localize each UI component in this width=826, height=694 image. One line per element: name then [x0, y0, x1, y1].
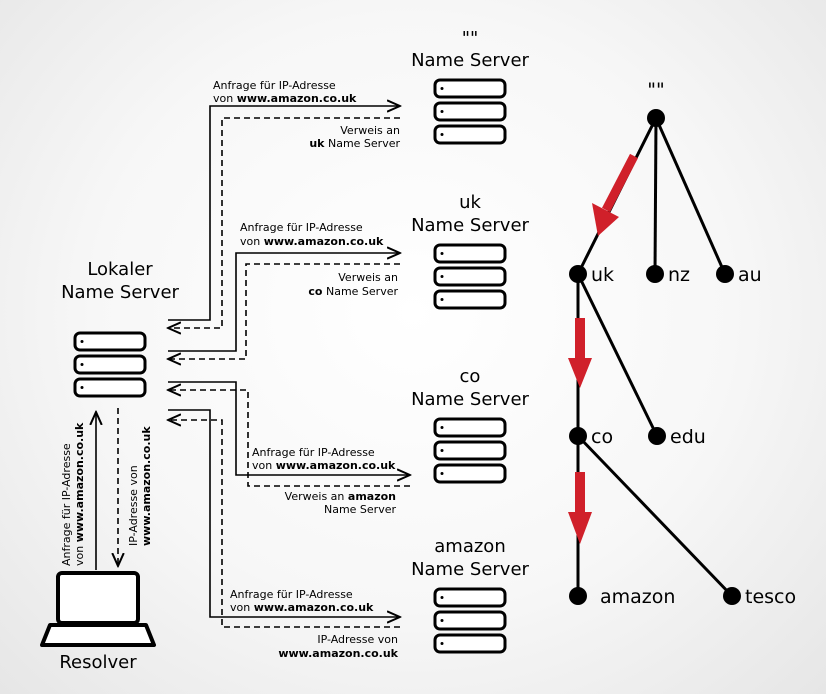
server-icon — [433, 78, 507, 145]
uk-server-title: Name Server — [411, 215, 529, 236]
path-arrow-root-uk — [592, 153, 638, 236]
co-name-server: co Name Server — [411, 366, 530, 484]
co-server-title: Name Server — [411, 389, 529, 410]
resolver-query-line2: von www.amazon.co.uk — [73, 422, 86, 566]
uk-referral-line1: Verweis an — [338, 271, 398, 284]
amazon-server-zone: amazon — [434, 536, 505, 557]
node-root — [647, 109, 665, 127]
root-referral-line2: uk Name Server — [309, 137, 400, 150]
tree-edges — [576, 117, 734, 598]
label-root: "" — [647, 79, 664, 101]
dns-tree: "" uk nz au co edu amazon tesco — [568, 79, 796, 608]
edge-uk-edu — [576, 273, 659, 437]
local-server-line1: Lokaler — [87, 259, 153, 280]
root-server-title: Name Server — [411, 50, 529, 71]
resolver-answer-line1: IP-Adresse von — [127, 465, 140, 546]
root-query-line1: Anfrage für IP-Adresse — [213, 79, 336, 92]
resolver-label: Resolver — [59, 652, 137, 673]
label-co: co — [591, 426, 613, 448]
label-au: au — [738, 264, 762, 286]
root-query-line2: von www.amazon.co.uk — [213, 92, 357, 105]
tree-nodes — [569, 109, 741, 605]
lookup-path — [568, 153, 638, 544]
co-referral-line2: Name Server — [324, 503, 396, 516]
referral-arrow-co — [168, 390, 410, 487]
query-arrow-root — [168, 106, 400, 321]
amazon-answer-line2: www.amazon.co.uk — [278, 647, 398, 660]
server-icon — [73, 331, 147, 398]
label-uk: uk — [591, 264, 614, 286]
uk-server-zone: uk — [459, 192, 481, 213]
edge-root-au — [654, 117, 727, 275]
local-server-line2: Name Server — [61, 282, 179, 303]
path-arrow-uk-co — [568, 318, 592, 388]
node-nz — [646, 265, 664, 283]
root-referral-line1: Verweis an — [340, 124, 400, 137]
node-au — [716, 265, 734, 283]
path-arrow-co-amazon — [568, 472, 592, 544]
label-nz: nz — [668, 264, 690, 286]
message-arrows — [96, 106, 410, 628]
server-icon — [433, 417, 507, 484]
resolver-answer-line2: www.amazon.co.uk — [140, 426, 153, 546]
co-query-line2: von www.amazon.co.uk — [252, 459, 396, 472]
resolver: Resolver — [40, 571, 156, 673]
resolver-query-line1: Anfrage für IP-Adresse — [60, 443, 73, 566]
amazon-name-server: amazon Name Server — [411, 536, 530, 654]
answer-arrow-amazon — [168, 420, 400, 628]
uk-query-line1: Anfrage für IP-Adresse — [240, 221, 363, 234]
uk-name-server: uk Name Server — [411, 192, 530, 310]
uk-referral-line2: co Name Server — [308, 285, 398, 298]
edge-root-nz — [653, 117, 658, 275]
query-arrow-co — [168, 381, 410, 475]
co-referral-line1: Verweis an amazon — [285, 490, 396, 503]
node-uk — [569, 265, 587, 283]
node-tesco — [723, 587, 741, 605]
amazon-server-title: Name Server — [411, 559, 529, 580]
root-server-quote: "" — [462, 28, 479, 49]
edge-co-tesco — [576, 434, 734, 598]
label-tesco: tesco — [745, 586, 796, 608]
local-name-server: Lokaler Name Server — [61, 259, 180, 398]
co-server-zone: co — [460, 366, 481, 387]
node-co — [569, 427, 587, 445]
server-icon — [433, 587, 507, 654]
node-edu — [648, 427, 666, 445]
amazon-query-line1: Anfrage für IP-Adresse — [230, 588, 353, 601]
amazon-query-line2: von www.amazon.co.uk — [230, 601, 374, 614]
label-edu: edu — [670, 426, 706, 448]
query-arrow-amazon — [168, 409, 400, 617]
amazon-answer-line1: IP-Adresse von — [317, 633, 398, 646]
server-icon — [433, 243, 507, 310]
referral-arrow-uk — [168, 263, 400, 359]
node-amazon — [569, 587, 587, 605]
query-arrow-uk — [168, 253, 400, 352]
laptop-icon — [40, 571, 156, 647]
referral-arrow-root — [168, 117, 400, 328]
co-query-line1: Anfrage für IP-Adresse — [252, 446, 375, 459]
label-amazon: amazon — [600, 586, 675, 608]
root-name-server: "" Name Server — [411, 28, 530, 145]
uk-query-line2: von www.amazon.co.uk — [240, 235, 384, 248]
